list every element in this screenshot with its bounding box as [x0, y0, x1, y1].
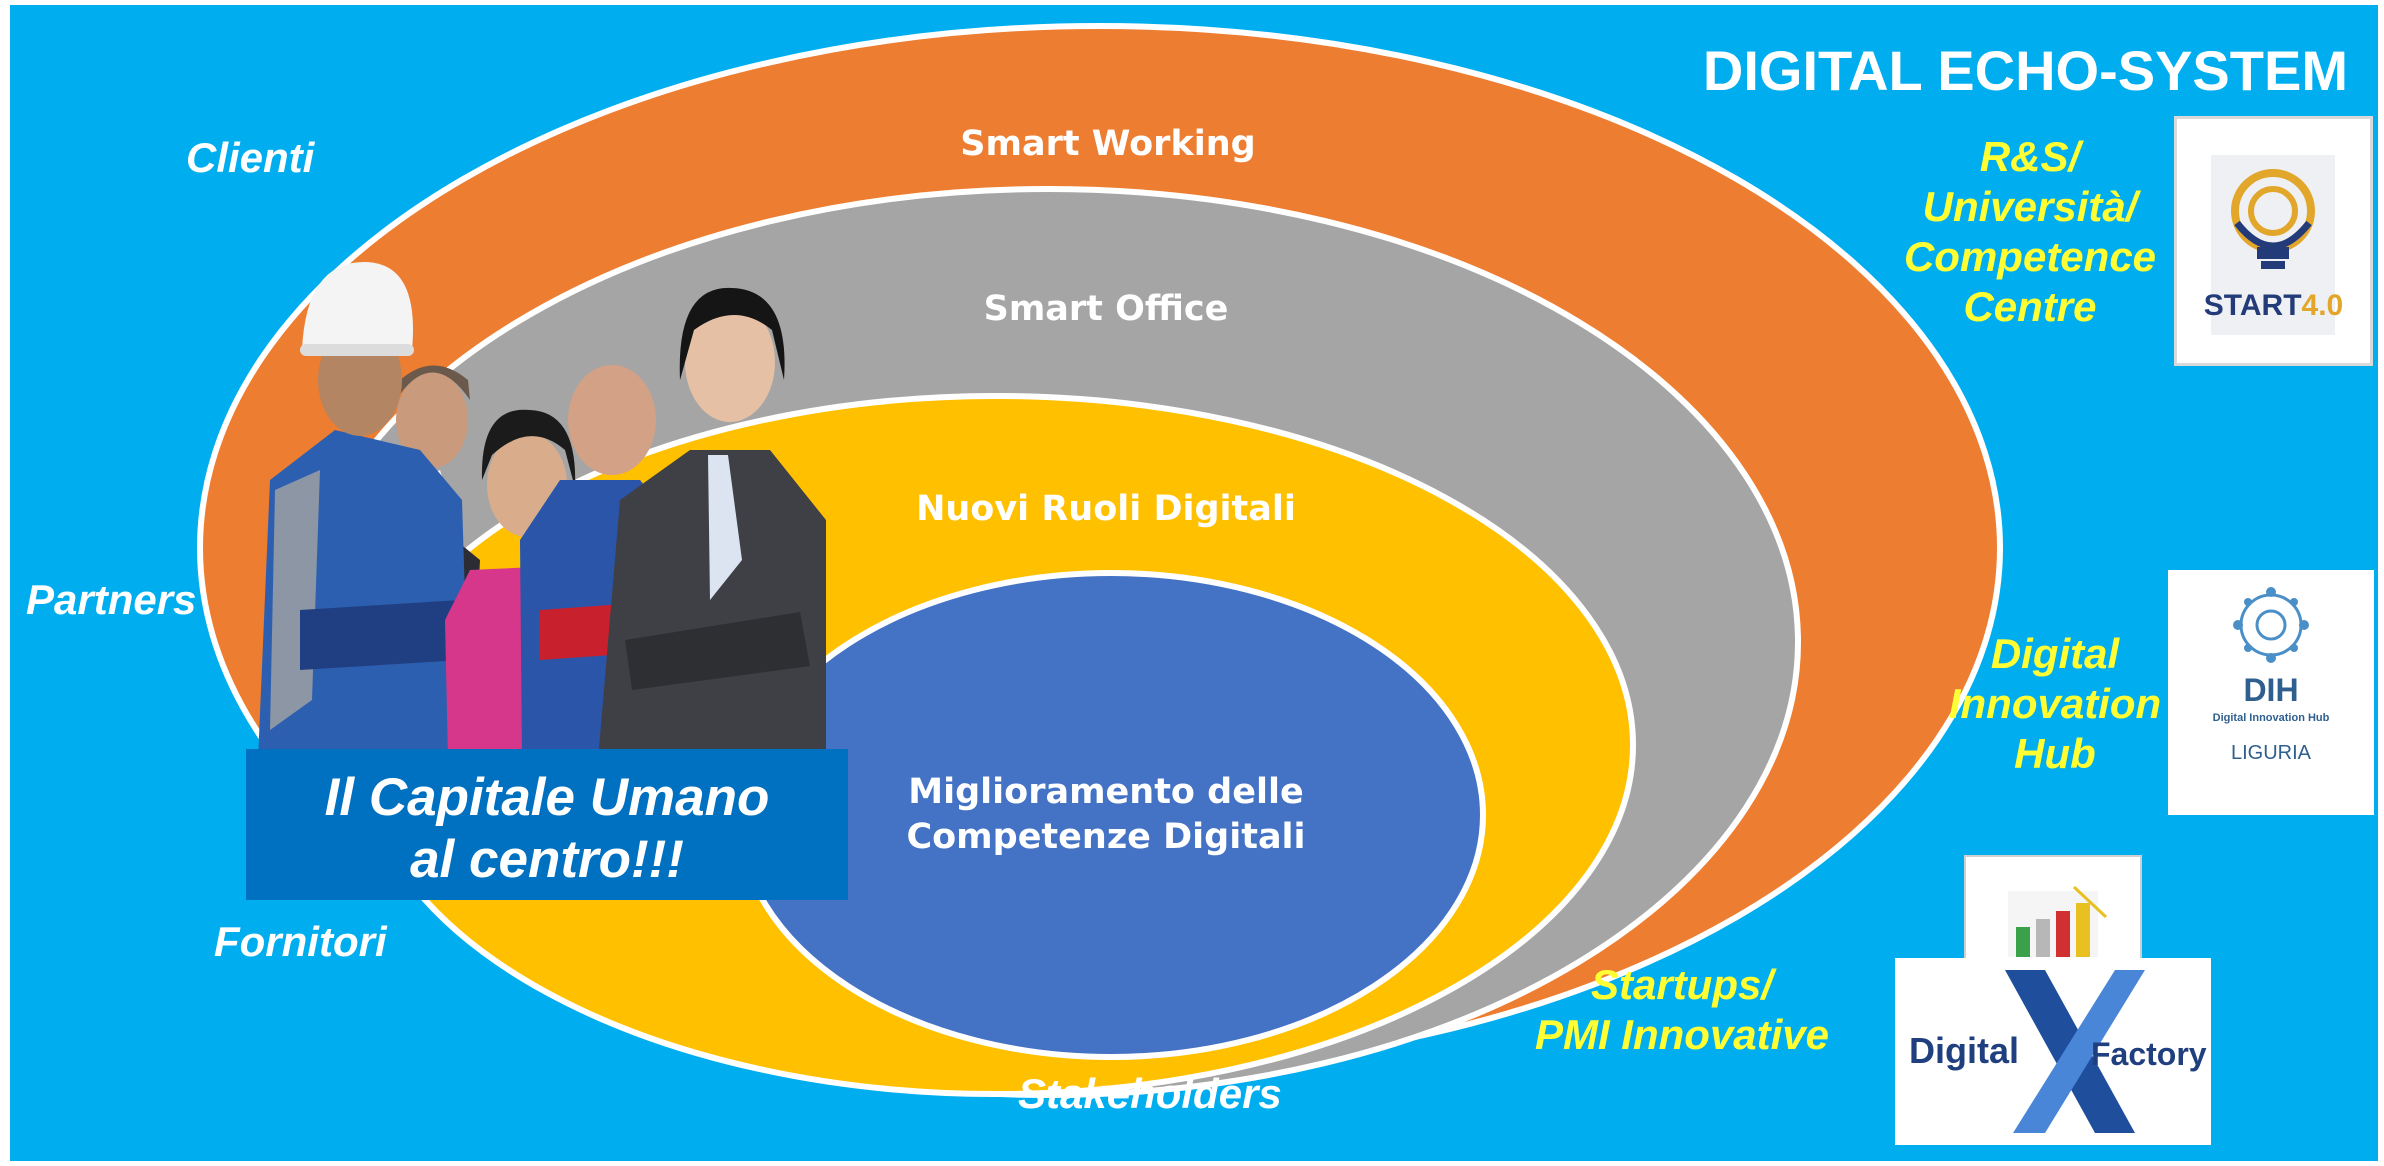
partner-rs-line3: Competence: [1903, 233, 2157, 280]
people-group-image: [258, 262, 826, 760]
dih-full-name: Digital Innovation Hub: [2212, 712, 2330, 724]
start40-logo: START4.0: [2174, 116, 2373, 366]
stakeholder-fornitori: Fornitori: [214, 918, 387, 965]
start40-brand: START: [2203, 289, 2302, 322]
stakeholder-partners: Partners: [26, 576, 197, 623]
capital-umano-text: Il Capitale Umano al centro!!!: [246, 767, 848, 891]
partner-rs-universita: R&S/ Università/ Competence Centre: [1904, 132, 2156, 332]
partner-rs-line1: R&S/: [1979, 133, 2081, 180]
network-globe-icon: [2233, 587, 2309, 663]
partner-dih-line1: Digital: [1990, 630, 2120, 677]
partner-digital-innovation-hub: Digital Innovation Hub: [1949, 629, 2161, 779]
dih-region: LIGURIA: [2230, 742, 2312, 764]
label-competenze-line1: Miglioramento delle: [908, 772, 1304, 812]
stakeholder-clienti: Clienti: [186, 134, 315, 181]
digital-factory-left-word: Digital: [1909, 1030, 2020, 1071]
partner-dih-line2: Innovation: [1948, 680, 2162, 727]
label-smart-office: Smart Office: [983, 289, 1229, 329]
capital-line1: Il Capitale Umano: [324, 768, 770, 827]
label-competenze-line2: Competenze Digitali: [906, 817, 1306, 857]
start40-version: 4.0: [2301, 289, 2344, 322]
partner-startups-pmi: Startups/ PMI Innovative: [1535, 960, 1829, 1060]
dih-liguria-logo: DIH Digital Innovation Hub LIGURIA: [2168, 570, 2374, 815]
capital-line2: al centro!!!: [410, 830, 684, 889]
start40-wordmark: START4.0: [2177, 289, 2370, 323]
digital-factory-logo: Digital Factory: [1895, 958, 2211, 1145]
stakeholder-stakeholders: Stakeholders: [1018, 1070, 1282, 1117]
bar-chart-emblem-icon: [2008, 885, 2108, 957]
x-mark-icon: [2005, 970, 2145, 1133]
label-competenze: Miglioramento delle Competenze Digitali: [906, 770, 1305, 860]
label-nuovi-ruoli: Nuovi Ruoli Digitali: [916, 489, 1296, 529]
partner-rs-line4: Centre: [1963, 283, 2097, 330]
partner-dih-line3: Hub: [2014, 730, 2096, 777]
partner-startups-line2: PMI Innovative: [1534, 1011, 1830, 1058]
capital-umano-banner: Il Capitale Umano al centro!!!: [246, 749, 848, 900]
lightbulb-icon: [2211, 155, 2335, 335]
partner-rs-line2: Università/: [1922, 183, 2138, 230]
label-smart-working: Smart Working: [960, 124, 1256, 164]
diagram-title: DIGITAL ECHO-SYSTEM: [1702, 39, 2348, 102]
dih-acronym: DIH: [2243, 672, 2299, 708]
digital-factory-right-word: Factory: [2091, 1036, 2207, 1072]
partner-startups-line1: Startups/: [1590, 961, 1774, 1008]
